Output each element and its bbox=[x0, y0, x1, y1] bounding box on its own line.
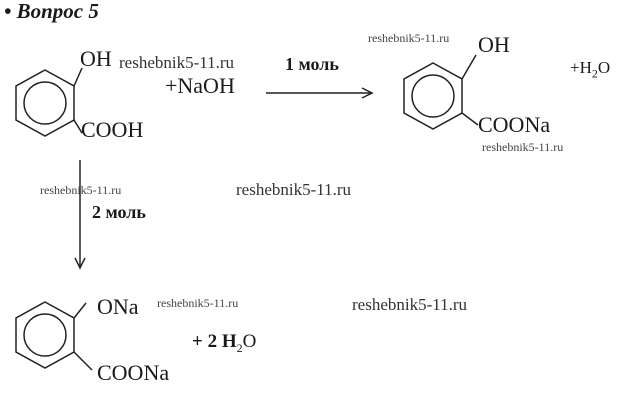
watermark: reshebnik5-11.ru bbox=[368, 31, 450, 45]
product1-coona: COONa bbox=[478, 112, 551, 137]
benzene-ring-reactant bbox=[15, 67, 83, 137]
water-o: O bbox=[242, 331, 257, 352]
condition-1-mol: 1 моль bbox=[285, 54, 339, 74]
water-subscript: 2 bbox=[591, 66, 598, 81]
watermark: reshebnik5-11.ru bbox=[236, 180, 352, 199]
question-title: • Вопрос 5 bbox=[4, 0, 99, 23]
product2-coona: COONa bbox=[97, 360, 170, 385]
product2-water: + 2 H2O bbox=[192, 331, 256, 356]
watermark: reshebnik5-11.ru bbox=[482, 140, 564, 154]
water-h: +H bbox=[570, 58, 592, 77]
watermark: reshebnik5-11.ru bbox=[119, 53, 235, 72]
product2-ona: ONa bbox=[97, 294, 139, 319]
product1-oh: OH bbox=[478, 32, 510, 57]
watermark: reshebnik5-11.ru bbox=[157, 296, 239, 310]
benzene-ring-product1 bbox=[403, 54, 479, 130]
reagent-naoh: +NaOH bbox=[165, 73, 235, 98]
reactant-oh: OH bbox=[80, 46, 112, 71]
reactant-cooh: COOH bbox=[81, 117, 144, 142]
reaction-arrow-horizontal bbox=[266, 87, 374, 99]
product1-water: +H2O bbox=[570, 58, 610, 81]
watermark: reshebnik5-11.ru bbox=[352, 295, 468, 314]
water-o: O bbox=[597, 58, 611, 77]
condition-2-mol: 2 моль bbox=[92, 202, 146, 222]
water-subscript: 2 bbox=[236, 340, 243, 355]
water-h: + 2 H bbox=[192, 331, 237, 352]
watermark: reshebnik5-11.ru bbox=[40, 183, 122, 197]
reaction-arrow-vertical bbox=[74, 160, 86, 270]
benzene-ring-product2 bbox=[15, 301, 93, 371]
